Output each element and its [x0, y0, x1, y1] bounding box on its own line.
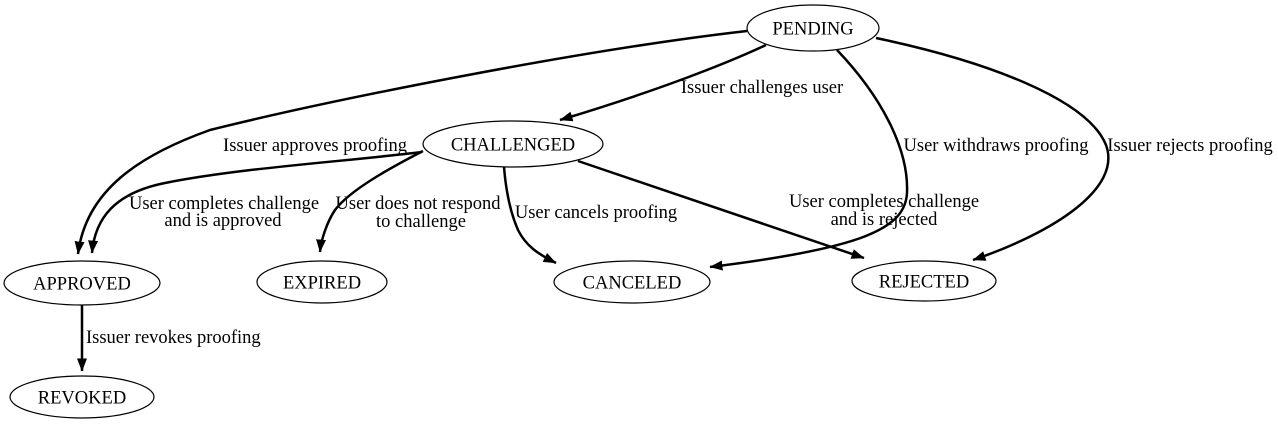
- node-label-approved: APPROVED: [33, 275, 131, 295]
- node-label-challenged: CHALLENGED: [451, 136, 575, 156]
- state-node-canceled: CANCELED: [553, 260, 711, 304]
- edge-label-issuer-revokes-proofing: Issuer revokes proofing: [86, 328, 261, 348]
- edge-label-user-completes-challenge-approved-line1: User completes challenge: [129, 194, 319, 214]
- edge-label-user-does-not-respond-line1: User does not respond: [336, 194, 502, 214]
- edge-challenged-canceled-path: [502, 166, 557, 265]
- edge-pending-challenged: Issuer challenges user: [559, 43, 843, 122]
- node-label-revoked: REVOKED: [38, 389, 126, 409]
- edge-label-user-completes-challenge-rejected-line1: User completes challenge: [789, 192, 979, 212]
- state-node-challenged: CHALLENGED: [422, 120, 604, 168]
- edge-challenged-approved: User completes challenge and is approved: [88, 150, 423, 254]
- state-node-revoked: REVOKED: [9, 375, 155, 419]
- state-node-rejected: REJECTED: [851, 260, 997, 302]
- node-label-pending: PENDING: [772, 20, 853, 40]
- edge-pending-canceled: User withdraws proofing: [709, 49, 1089, 271]
- edge-challenged-rejected-path: [577, 159, 865, 260]
- state-node-expired: EXPIRED: [256, 260, 388, 304]
- edge-label-user-completes-challenge-approved-line2: and is approved: [164, 211, 282, 231]
- edge-pending-rejected: Issuer rejects proofing: [875, 36, 1273, 262]
- state-node-approved: APPROVED: [3, 260, 161, 306]
- edge-pending-rejected-path: [875, 36, 1110, 262]
- node-ellipse-approved: [3, 260, 161, 306]
- edge-challenged-approved-path: [88, 150, 423, 254]
- node-label-expired: EXPIRED: [283, 274, 361, 294]
- edge-pending-challenged-path: [559, 43, 767, 122]
- edge-challenged-expired: User does not respond to challenge: [316, 149, 502, 253]
- edge-challenged-expired-path: [316, 149, 424, 253]
- edge-label-user-withdraws-proofing: User withdraws proofing: [904, 136, 1089, 156]
- edge-pending-canceled-path: [709, 49, 909, 271]
- node-ellipse-pending: [746, 4, 880, 52]
- edge-label-issuer-rejects-proofing: Issuer rejects proofing: [1107, 136, 1272, 156]
- edge-label-user-does-not-respond-line2: to challenge: [376, 212, 466, 232]
- edge-label-user-completes-challenge-rejected-line2: and is rejected: [831, 210, 939, 230]
- edge-label-issuer-challenges-user: Issuer challenges user: [681, 78, 843, 98]
- edge-approved-revoked: Issuer revokes proofing: [77, 305, 261, 372]
- node-ellipse-canceled: [553, 260, 711, 304]
- node-ellipse-revoked: [9, 375, 155, 419]
- node-label-canceled: CANCELED: [583, 274, 682, 294]
- edge-challenged-canceled: User cancels proofing: [502, 166, 677, 265]
- node-ellipse-expired: [256, 260, 388, 304]
- edge-label-user-cancels-proofing: User cancels proofing: [515, 203, 677, 223]
- edge-pending-approved: Issuer approves proofing: [74, 29, 748, 255]
- state-node-pending: PENDING: [746, 4, 880, 52]
- node-ellipse-rejected: [851, 260, 997, 302]
- edge-pending-approved-path: [74, 29, 748, 255]
- edge-label-issuer-approves-proofing: Issuer approves proofing: [223, 136, 407, 156]
- edge-challenged-rejected: User completes challenge and is rejected: [577, 159, 979, 260]
- node-ellipse-challenged: [422, 120, 604, 168]
- node-label-rejected: REJECTED: [879, 273, 969, 293]
